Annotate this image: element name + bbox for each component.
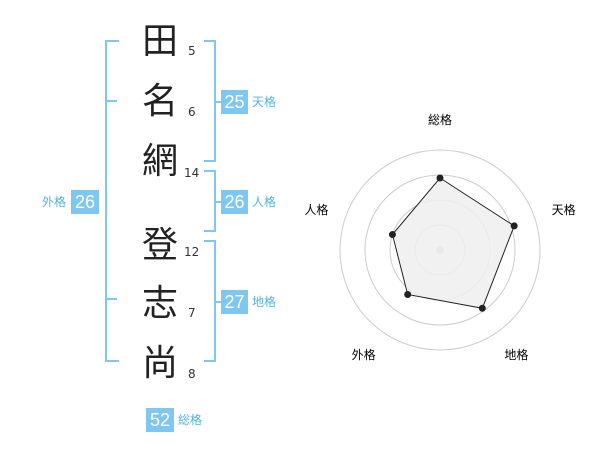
radar-axis-label-4: 外格 xyxy=(352,347,376,362)
bracket-tick-lower xyxy=(105,298,117,300)
stroke-count-2: 6 xyxy=(188,105,196,119)
soukaku-badge: 52 xyxy=(146,408,174,432)
radar-axis-label-1: 総格 xyxy=(428,112,452,127)
tenkaku-badge: 25 xyxy=(221,90,248,114)
stroke-count-6: 8 xyxy=(188,367,196,381)
tenkaku-bracket xyxy=(204,40,216,162)
radar-point-3 xyxy=(478,304,486,312)
jinkaku-bracket xyxy=(204,170,216,232)
chikaku-bracket xyxy=(204,240,216,362)
radar-axis-label-5: 人格 xyxy=(304,202,328,217)
chikaku-connector xyxy=(216,301,221,303)
radar-area xyxy=(391,177,515,309)
radar-point-2 xyxy=(510,222,518,230)
chikaku-badge: 27 xyxy=(221,290,248,314)
name-char-4: 登 xyxy=(141,225,178,266)
stroke-count-5: 7 xyxy=(188,306,196,320)
bracket-tick-upper xyxy=(105,100,117,102)
radar-point-4 xyxy=(404,290,412,298)
jinkaku-connector xyxy=(216,201,221,203)
radar-axis-label-3: 地格 xyxy=(504,347,528,362)
gaikaku-label: 外格 xyxy=(42,195,67,209)
radar-axis-label-2: 天格 xyxy=(552,202,576,217)
chikaku-label: 地格 xyxy=(252,295,277,309)
stroke-count-3: 14 xyxy=(184,166,200,180)
radar-point-5 xyxy=(388,231,396,239)
name-char-1: 田 xyxy=(141,21,178,62)
name-char-3: 網 xyxy=(141,141,178,182)
stroke-count-1: 5 xyxy=(188,44,196,58)
soukaku-label: 総格 xyxy=(178,413,203,427)
name-char-5: 志 xyxy=(141,283,178,324)
radar-point-1 xyxy=(436,174,444,182)
gaikaku-badge: 26 xyxy=(71,190,99,214)
tenkaku-connector xyxy=(216,101,221,103)
name-char-6: 尚 xyxy=(141,343,178,384)
tenkaku-label: 天格 xyxy=(252,95,277,109)
radar-ring-4 xyxy=(339,149,541,351)
stroke-count-4: 12 xyxy=(184,245,200,259)
jinkaku-badge: 26 xyxy=(221,190,248,214)
jinkaku-label: 人格 xyxy=(252,195,277,209)
radar-points xyxy=(388,174,518,312)
gaikaku-bracket xyxy=(105,40,119,362)
name-char-2: 名 xyxy=(141,81,178,122)
